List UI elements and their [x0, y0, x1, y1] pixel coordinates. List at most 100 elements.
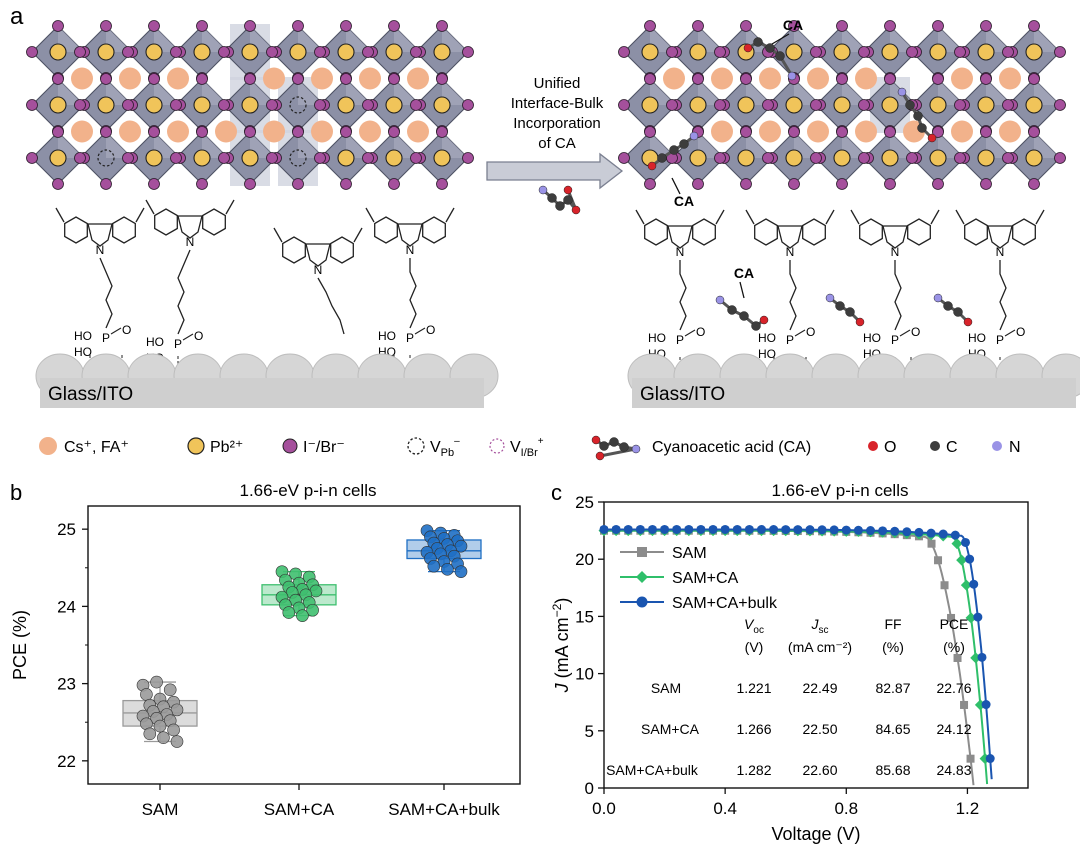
halide-atom — [100, 20, 112, 32]
octahedron-facet — [58, 26, 84, 52]
marker-diamond — [960, 579, 972, 591]
octahedron-facet — [794, 132, 820, 158]
ca-atom — [563, 195, 573, 205]
oxygen-label: O — [806, 325, 815, 339]
p-o-bond — [899, 329, 911, 337]
pb-atom — [385, 96, 403, 114]
pb-atom — [433, 149, 451, 167]
panel-c-jv-chart: c 1.66-eV p-i-n cells J (mA cm−2) Voltag… — [550, 480, 1029, 844]
ca-atom — [787, 71, 797, 81]
halide-atom — [436, 73, 448, 85]
p-o-bond — [110, 327, 122, 335]
marker-circle — [660, 524, 670, 534]
carbazole-ring — [802, 218, 826, 246]
halide-atom — [836, 73, 848, 85]
halide-atom — [122, 46, 134, 58]
x-tick-label: 0.0 — [592, 799, 616, 818]
ca-atom — [538, 185, 548, 195]
octahedron-facet — [1034, 79, 1060, 105]
pb-atom — [977, 149, 995, 167]
halide-atom — [340, 73, 352, 85]
carbazole-pyrrole — [305, 243, 331, 267]
halide-atom — [932, 126, 944, 138]
pb-atom — [385, 43, 403, 61]
table-cell: 24.12 — [936, 721, 971, 737]
ca-atom — [845, 307, 855, 317]
octahedron-facet — [698, 132, 724, 158]
halide-atom — [436, 126, 448, 138]
x-tick-label: SAM+CA — [264, 800, 335, 819]
octahedron-facet — [746, 132, 772, 158]
marker-circle — [853, 525, 863, 535]
pb-atom — [241, 96, 259, 114]
pb-atom — [929, 43, 947, 61]
halide-atom — [100, 73, 112, 85]
halide-atom — [74, 99, 86, 111]
octahedron-facet — [346, 79, 372, 105]
alkyl-chain — [177, 249, 191, 335]
halide-atom — [52, 20, 64, 32]
legend-ca-shape — [591, 435, 641, 461]
octahedron-facet — [346, 26, 372, 52]
halide-atom — [810, 99, 822, 111]
halide-atom — [980, 73, 992, 85]
halide-atom — [740, 126, 752, 138]
ho-label-1: HO — [863, 331, 881, 345]
marker-circle — [732, 524, 742, 534]
arrow-text-line-2: Interface-Bulk — [511, 95, 604, 112]
ca-label-left-arrow — [671, 177, 681, 195]
phosphorus-label: P — [174, 337, 182, 351]
marker-circle — [960, 537, 970, 547]
phosphorus-label: P — [406, 331, 414, 345]
halide-atom — [436, 20, 448, 32]
alkyl-chain — [789, 260, 797, 331]
ca-atom — [775, 51, 785, 61]
legend-vpb-icon — [407, 437, 425, 455]
ca-bond — [599, 447, 637, 458]
cation-atom — [71, 120, 93, 143]
pb-atom — [193, 43, 211, 61]
panel-label-c: c — [551, 480, 562, 505]
marker-circle — [793, 525, 803, 535]
methyl-left — [55, 207, 65, 223]
halide-atom — [980, 178, 992, 190]
x-tick-label: SAM — [142, 800, 179, 819]
y-tick-label: 25 — [575, 493, 594, 512]
halide-atom — [314, 46, 326, 58]
ca-molecule-interface — [715, 295, 769, 331]
halide-atom — [52, 178, 64, 190]
halide-atom — [218, 99, 230, 111]
halide-atom — [980, 126, 992, 138]
marker-square — [947, 613, 956, 622]
pb-atom — [49, 96, 67, 114]
carbazole-pyrrole — [882, 225, 908, 249]
arrow-shape — [486, 152, 624, 190]
process-arrow: Unified Interface-Bulk Incorporation of … — [486, 75, 624, 215]
legend-ca-label: Cyanoacetic acid (CA) — [652, 439, 811, 456]
ho-label-1: HO — [378, 329, 396, 343]
table-cell: 22.50 — [802, 721, 837, 737]
octahedron-facet — [890, 132, 916, 158]
nitrogen-label: N — [406, 243, 415, 257]
halide-atom — [884, 73, 896, 85]
ho-label-1: HO — [74, 329, 92, 343]
marker-circle — [647, 524, 657, 534]
legend-marker — [637, 547, 647, 557]
legend-vi-label: VI/Br+ — [510, 436, 544, 459]
marker-circle — [611, 524, 621, 534]
halide-atom — [858, 46, 870, 58]
pb-atom — [1025, 96, 1043, 114]
cation-atom — [407, 67, 429, 90]
pb-atom — [881, 96, 899, 114]
y-tick-label: 23 — [57, 675, 76, 694]
cation-atom — [311, 67, 333, 90]
halide-atom — [196, 20, 208, 32]
ho-label-1: HO — [968, 331, 986, 345]
table-header: Jsc — [811, 616, 829, 636]
halide-atom — [196, 178, 208, 190]
data-point — [170, 735, 184, 748]
ca-atom — [759, 315, 769, 325]
data-point — [153, 719, 167, 733]
